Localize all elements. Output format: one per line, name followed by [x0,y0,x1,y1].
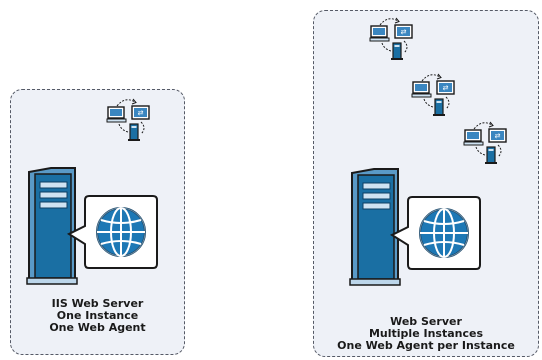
panel-left-caption: IIS Web Server One Instance One Web Agen… [11,298,184,334]
caption-line: Web Server [390,315,462,328]
web-agent-icon [369,17,413,61]
caption-line: Multiple Instances [368,327,484,340]
panel-right-caption: Web Server Multiple Instances One Web Ag… [314,316,538,352]
server-tower-icon [349,168,481,286]
caption-line: One Instance [56,309,139,322]
panel-right-illustration [349,17,507,286]
panel-multiple-instances: Web Server Multiple Instances One Web Ag… [313,10,539,357]
web-agent-icon [463,121,507,165]
server-tower-icon [26,167,158,285]
caption-line: IIS Web Server [51,297,144,310]
web-agent-icon [106,98,150,142]
caption-line: One Web Agent [49,321,146,334]
panel-single-instance: IIS Web Server One Instance One Web Agen… [10,89,185,355]
web-agent-icon [411,73,455,117]
caption-line: One Web Agent per Instance [337,339,515,352]
